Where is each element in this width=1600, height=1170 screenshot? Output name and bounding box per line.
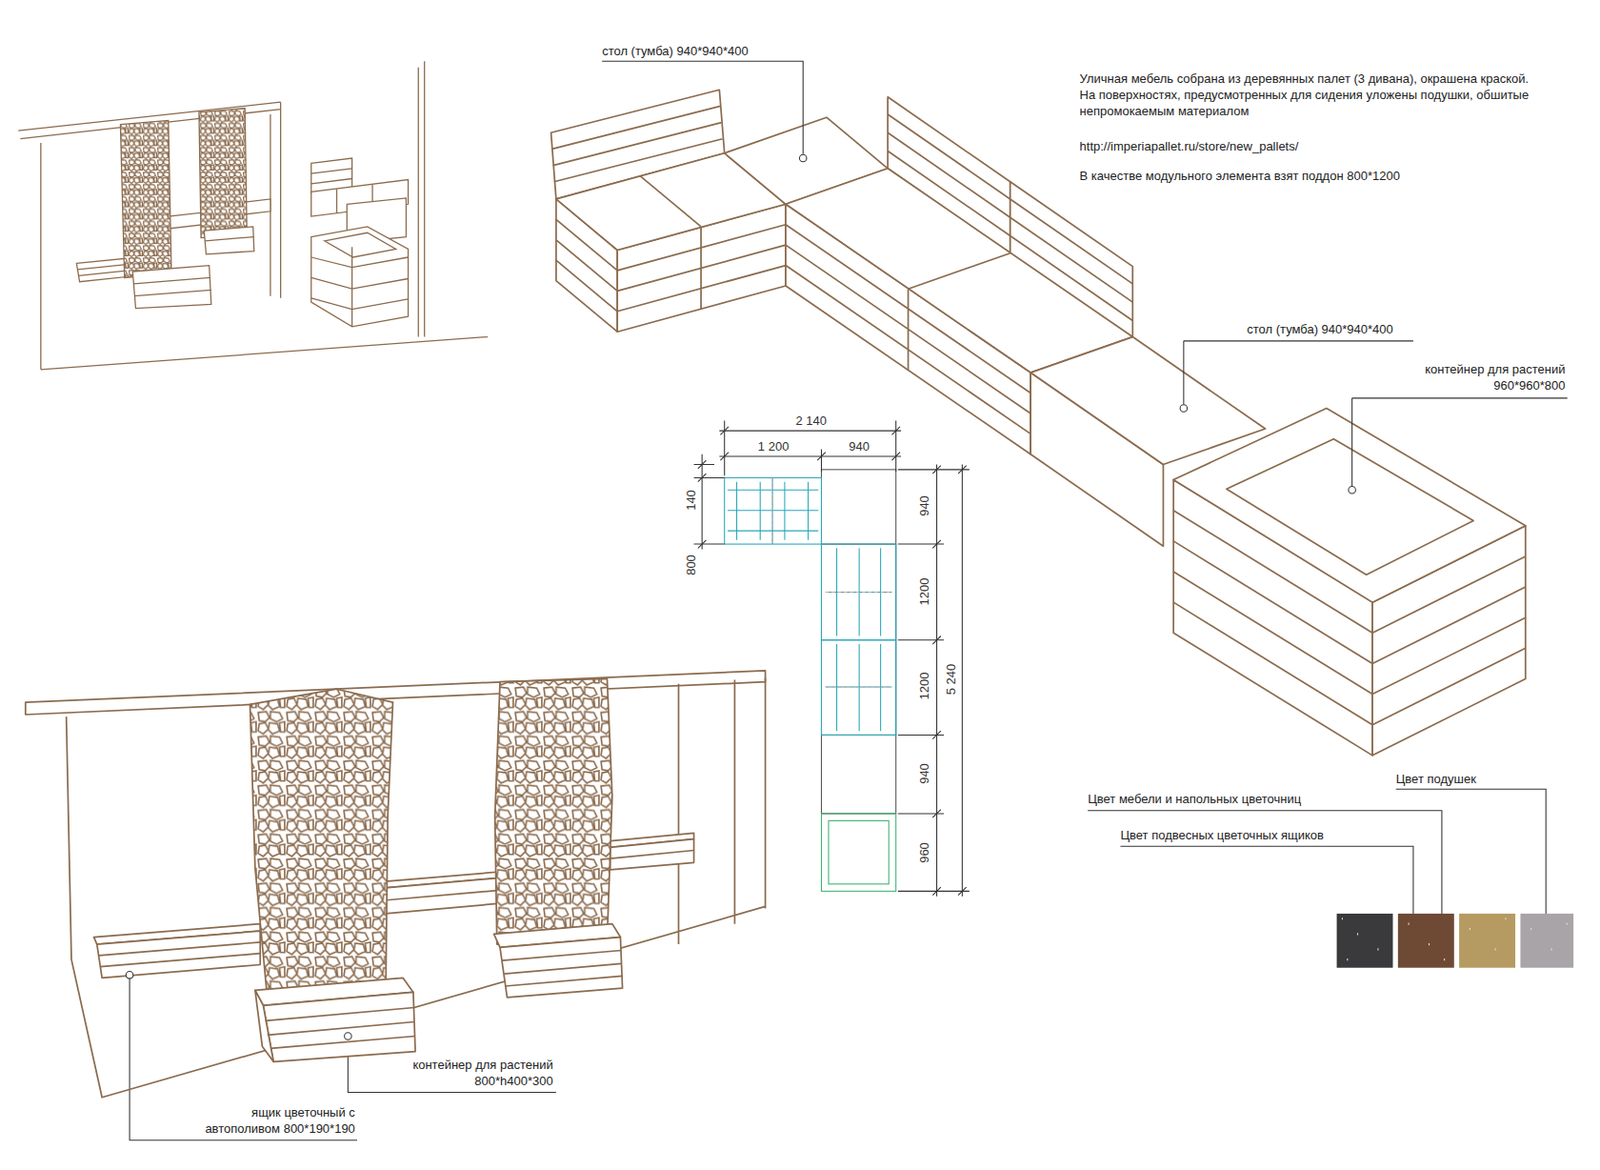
leader-markers [125, 970, 352, 1040]
dimension: 1200 [917, 672, 930, 700]
dimension: 5 240 [943, 662, 957, 695]
dimension: 940 [848, 440, 870, 453]
swatch-label: Цвет подушек [1396, 771, 1477, 788]
note-text: Уличная мебель собрана из деревянных пал… [1080, 71, 1540, 120]
dimension: 940 [917, 496, 930, 518]
furniture-sketch [551, 89, 1526, 756]
dimension: 960 [917, 841, 930, 863]
dimension: 940 [917, 762, 930, 784]
callout-label: стол (тумба) 940*940*400 [601, 43, 749, 60]
swatch-label: Цвет подвесных цветочных ящиков [1120, 827, 1324, 844]
dimension: 1 200 [758, 440, 790, 453]
wall-sketch [25, 670, 766, 1098]
dimension: 1200 [917, 578, 930, 606]
dimension: 140 [684, 489, 698, 511]
url-text: http://imperiapallet.ru/store/new_pallet… [1080, 139, 1300, 156]
color-swatches [1337, 913, 1575, 968]
callout-label: стол (тумба) 940*940*400 [1246, 321, 1394, 339]
callout-label: контейнер для растений 800*h400*300 [389, 1057, 553, 1090]
leader-lines [125, 60, 1567, 1140]
callout-label: контейнер для растений 960*960*800 [1401, 361, 1565, 395]
sketch-small [18, 60, 488, 370]
note-text: В качестве модульного элемента взят подд… [1080, 168, 1400, 185]
dimension: 2 140 [796, 414, 828, 427]
callout-label: ящик цветочный с автополивом 800*190*190 [181, 1104, 356, 1138]
swatch-label: Цвет мебели и напольных цветочниц [1087, 791, 1301, 808]
dimension: 800 [684, 554, 698, 576]
